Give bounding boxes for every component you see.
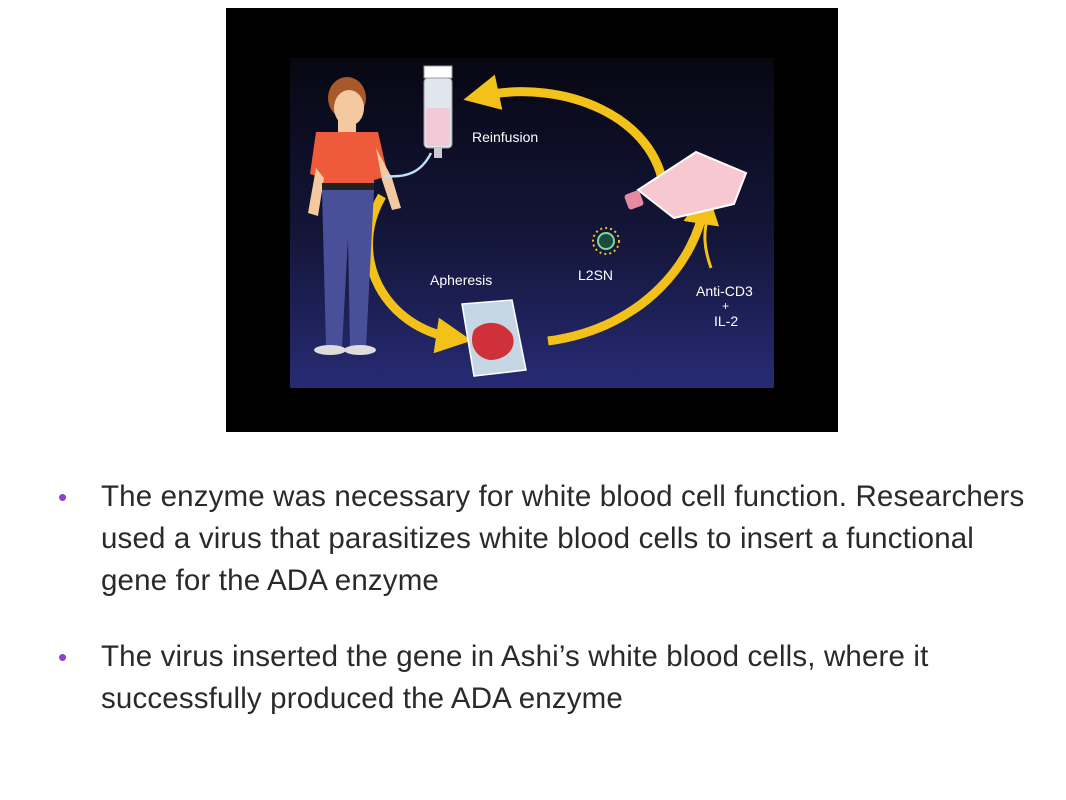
label-il2: IL-2: [714, 313, 738, 329]
label-plus: +: [722, 299, 729, 313]
iv-tube: [383, 152, 433, 178]
blood-bag-icon: [461, 299, 527, 377]
iv-bag-icon: [423, 65, 453, 158]
bullet-text-1: The enzyme was necessary for white blood…: [101, 480, 1025, 597]
bullet-item-1: • The enzyme was necessary for white blo…: [56, 476, 1046, 602]
bullet-item-2: • The virus inserted the gene in Ashi’s …: [56, 636, 1046, 720]
reinfusion-arrow: [463, 74, 669, 191]
culture-flask-icon: [624, 150, 748, 220]
label-reinfusion: Reinfusion: [472, 129, 538, 145]
virus-icon: [592, 227, 620, 255]
label-anti-cd3: Anti-CD3: [696, 283, 753, 299]
bullet-dot: •: [58, 482, 68, 512]
anti-cd3-arrow: [700, 210, 713, 269]
bullet-list: • The enzyme was necessary for white blo…: [56, 476, 1046, 754]
bullet-text-2: The virus inserted the gene in Ashi’s wh…: [101, 640, 929, 715]
gene-therapy-figure: Reinfusion Apheresis L2SN Anti-CD3 + IL-…: [226, 8, 838, 432]
label-apheresis: Apheresis: [430, 272, 492, 288]
label-l2sn: L2SN: [578, 267, 613, 283]
boy-illustration: [308, 77, 433, 355]
bullet-dot: •: [58, 642, 68, 672]
culture-arrow: [547, 188, 720, 346]
figure-svg: Reinfusion Apheresis L2SN Anti-CD3 + IL-…: [290, 58, 774, 388]
